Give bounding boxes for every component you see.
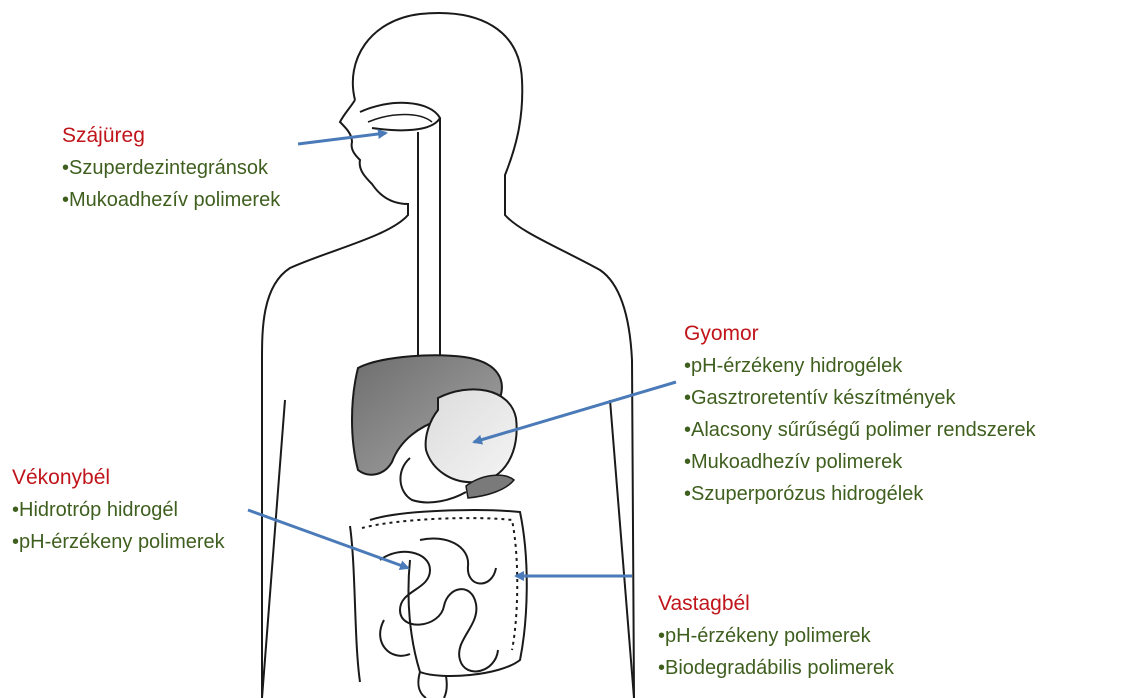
large-intestine-item: •pH-érzékeny polimerek — [658, 620, 894, 652]
left-arm-line — [262, 400, 285, 698]
body-outline — [353, 13, 634, 698]
small-intestine-item: •Hidrotróp hidrogél — [12, 494, 225, 526]
stomach — [426, 389, 517, 482]
mouth-item: •Szuperdezintegránsok — [62, 152, 280, 184]
arrow-mouth — [298, 133, 386, 144]
stomach-item: •Mukoadhezív polimerek — [684, 446, 1036, 478]
oral-cavity-inner — [368, 115, 432, 123]
large-intestine-item: •Biodegradábilis polimerek — [658, 652, 894, 684]
right-arm-line — [610, 400, 634, 698]
stomach-item: •Gasztroretentív készítmények — [684, 382, 1036, 414]
large-intestine — [350, 510, 527, 682]
mouth-label-block: Szájüreg •Szuperdezintegránsok •Mukoadhe… — [62, 120, 280, 216]
large-intestine-title: Vastagbél — [658, 588, 894, 620]
small-intestine — [380, 538, 498, 671]
large-intestine-label-block: Vastagbél •pH-érzékeny polimerek •Biodeg… — [658, 588, 894, 684]
oral-cavity — [360, 103, 440, 130]
mouth-title: Szájüreg — [62, 120, 280, 152]
stomach-label-block: Gyomor •pH-érzékeny hidrogélek •Gasztror… — [684, 318, 1036, 510]
stomach-item: •Alacsony sűrűségű polimer rendszerek — [684, 414, 1036, 446]
small-intestine-label-block: Vékonybél •Hidrotróp hidrogél •pH-érzéke… — [12, 462, 225, 558]
mouth-item: •Mukoadhezív polimerek — [62, 184, 280, 216]
small-intestine-title: Vékonybél — [12, 462, 225, 494]
stomach-item: •Szuperporózus hidrogélek — [684, 478, 1036, 510]
esophagus — [418, 118, 440, 395]
stomach-title: Gyomor — [684, 318, 1036, 350]
small-intestine-item: •pH-érzékeny polimerek — [12, 526, 225, 558]
stomach-item: •pH-érzékeny hidrogélek — [684, 350, 1036, 382]
